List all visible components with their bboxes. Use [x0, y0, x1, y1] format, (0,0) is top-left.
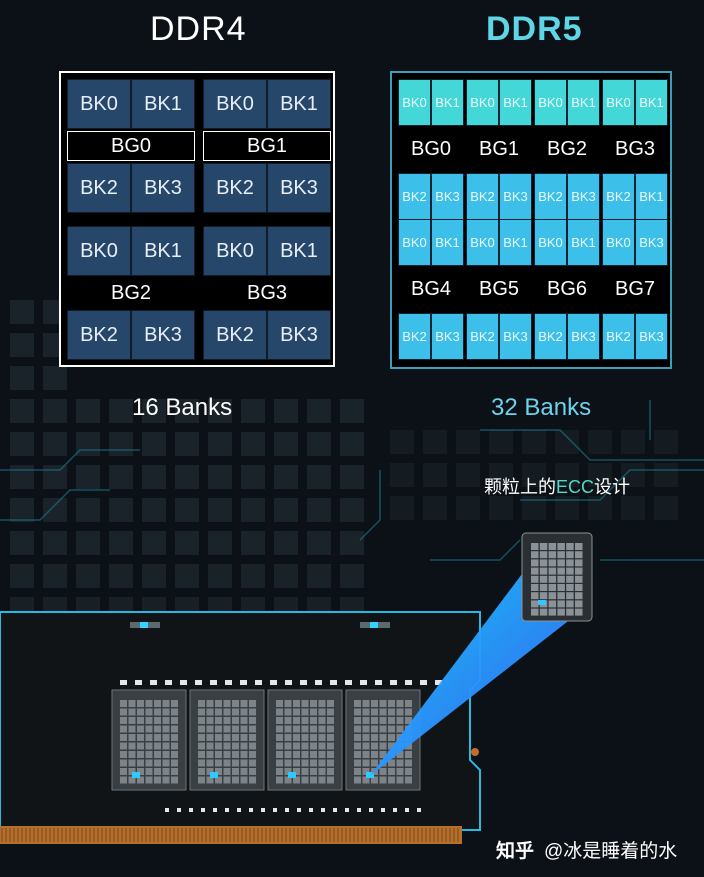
ddr5-bank-count: 32 Banks [491, 394, 592, 421]
ddr5-bank-group-label: BG4 [410, 277, 452, 300]
ddr4-bank-group-label: BG0 [67, 131, 195, 161]
ddr5-bank-cell: BK0 [602, 219, 635, 266]
ddr5-bank-cell: BK1 [635, 79, 668, 126]
ddr5-bank-cell: BK1 [499, 219, 532, 266]
ddr4-bank-cell: BK2 [203, 163, 267, 213]
ecc-chip-zoom [521, 532, 593, 622]
ddr5-bank-group-label: BG2 [546, 137, 588, 160]
ddr5-bank-group-label: BG6 [546, 277, 588, 300]
ddr4-bank-cell: BK2 [67, 163, 131, 213]
ddr5-bank-cell: BK3 [635, 313, 668, 360]
ddr4-bank-cell: BK2 [203, 310, 267, 360]
ddr5-bank-cell: BK3 [499, 313, 532, 360]
gold-contacts [0, 826, 462, 844]
ddr4-bank-cell: BK3 [131, 163, 195, 213]
ddr5-bank-cell: BK2 [534, 173, 567, 220]
ddr5-title: DDR5 [486, 10, 583, 48]
ddr4-bank-cell: BK1 [131, 79, 195, 129]
ddr5-bank-cell: BK1 [567, 219, 600, 266]
ddr4-bank-cell: BK0 [67, 79, 131, 129]
ecc-caption: 颗粒上的ECC设计 [484, 473, 630, 499]
ddr5-bank-cell: BK1 [635, 173, 668, 220]
ddr5-bank-cell: BK0 [602, 79, 635, 126]
ddr5-bank-cell: BK2 [398, 173, 431, 220]
ecc-caption-suffix: 设计 [594, 477, 631, 497]
ddr4-bank-cell: BK1 [267, 226, 331, 276]
ddr5-bank-cell: BK0 [534, 79, 567, 126]
ddr5-bank-cell: BK3 [567, 313, 600, 360]
ddr5-bank-group-label: BG3 [614, 137, 656, 160]
ddr4-bank-cell: BK3 [131, 310, 195, 360]
ddr4-bank-group-label: BG3 [203, 278, 331, 308]
ddr5-bank-cell: BK2 [602, 313, 635, 360]
memory-module [0, 611, 481, 844]
ddr5-bank-cell: BK3 [499, 173, 532, 220]
ddr4-bank-cell: BK3 [267, 163, 331, 213]
ddr5-bank-cell: BK0 [398, 219, 431, 266]
ddr5-bank-group-label: BG0 [410, 137, 452, 160]
background-grid [10, 300, 678, 621]
ddr4-title: DDR4 [150, 10, 247, 48]
ddr5-bank-cell: BK0 [466, 79, 499, 126]
ddr5-bank-cell: BK1 [567, 79, 600, 126]
ddr5-bank-group-label: BG5 [478, 277, 520, 300]
ddr4-bank-cell: BK1 [131, 226, 195, 276]
ddr5-bank-cell: BK3 [635, 219, 668, 266]
ddr4-bank-cell: BK0 [203, 226, 267, 276]
ddr4-bank-cell: BK3 [267, 310, 331, 360]
ddr4-bank-cell: BK0 [67, 226, 131, 276]
watermark-author: @冰是睡着的水 [544, 841, 678, 862]
ddr5-bank-cell: BK0 [534, 219, 567, 266]
ddr4-bank-cell: BK1 [267, 79, 331, 129]
ddr5-bank-cell: BK2 [466, 313, 499, 360]
ddr5-bank-cell: BK1 [431, 79, 464, 126]
ddr5-bank-group-label: BG1 [478, 137, 520, 160]
ddr4-bank-group-label: BG1 [203, 131, 331, 161]
ddr5-bank-cell: BK3 [567, 173, 600, 220]
ddr5-bank-cell: BK3 [431, 313, 464, 360]
ecc-caption-highlight: ECC [556, 477, 595, 497]
ddr5-bank-cell: BK2 [602, 173, 635, 220]
watermark: 知乎 @冰是睡着的水 [496, 836, 677, 863]
ddr5-bank-cell: BK0 [398, 79, 431, 126]
zhihu-logo: 知乎 [496, 841, 535, 862]
ddr4-bank-count: 16 Banks [132, 394, 233, 421]
ddr5-bank-group-label: BG7 [614, 277, 656, 300]
ecc-caption-prefix: 颗粒上的 [484, 477, 556, 497]
ddr5-bank-cell: BK2 [398, 313, 431, 360]
ddr5-bank-cell: BK1 [431, 219, 464, 266]
ddr4-bank-cell: BK0 [203, 79, 267, 129]
ddr5-bank-cell: BK2 [534, 313, 567, 360]
ddr4-bank-cell: BK2 [67, 310, 131, 360]
ddr5-bank-cell: BK2 [466, 173, 499, 220]
ddr5-bank-cell: BK1 [499, 79, 532, 126]
ddr5-bank-cell: BK0 [466, 219, 499, 266]
ddr5-bank-cell: BK3 [431, 173, 464, 220]
ddr4-bank-group-label: BG2 [67, 278, 195, 308]
